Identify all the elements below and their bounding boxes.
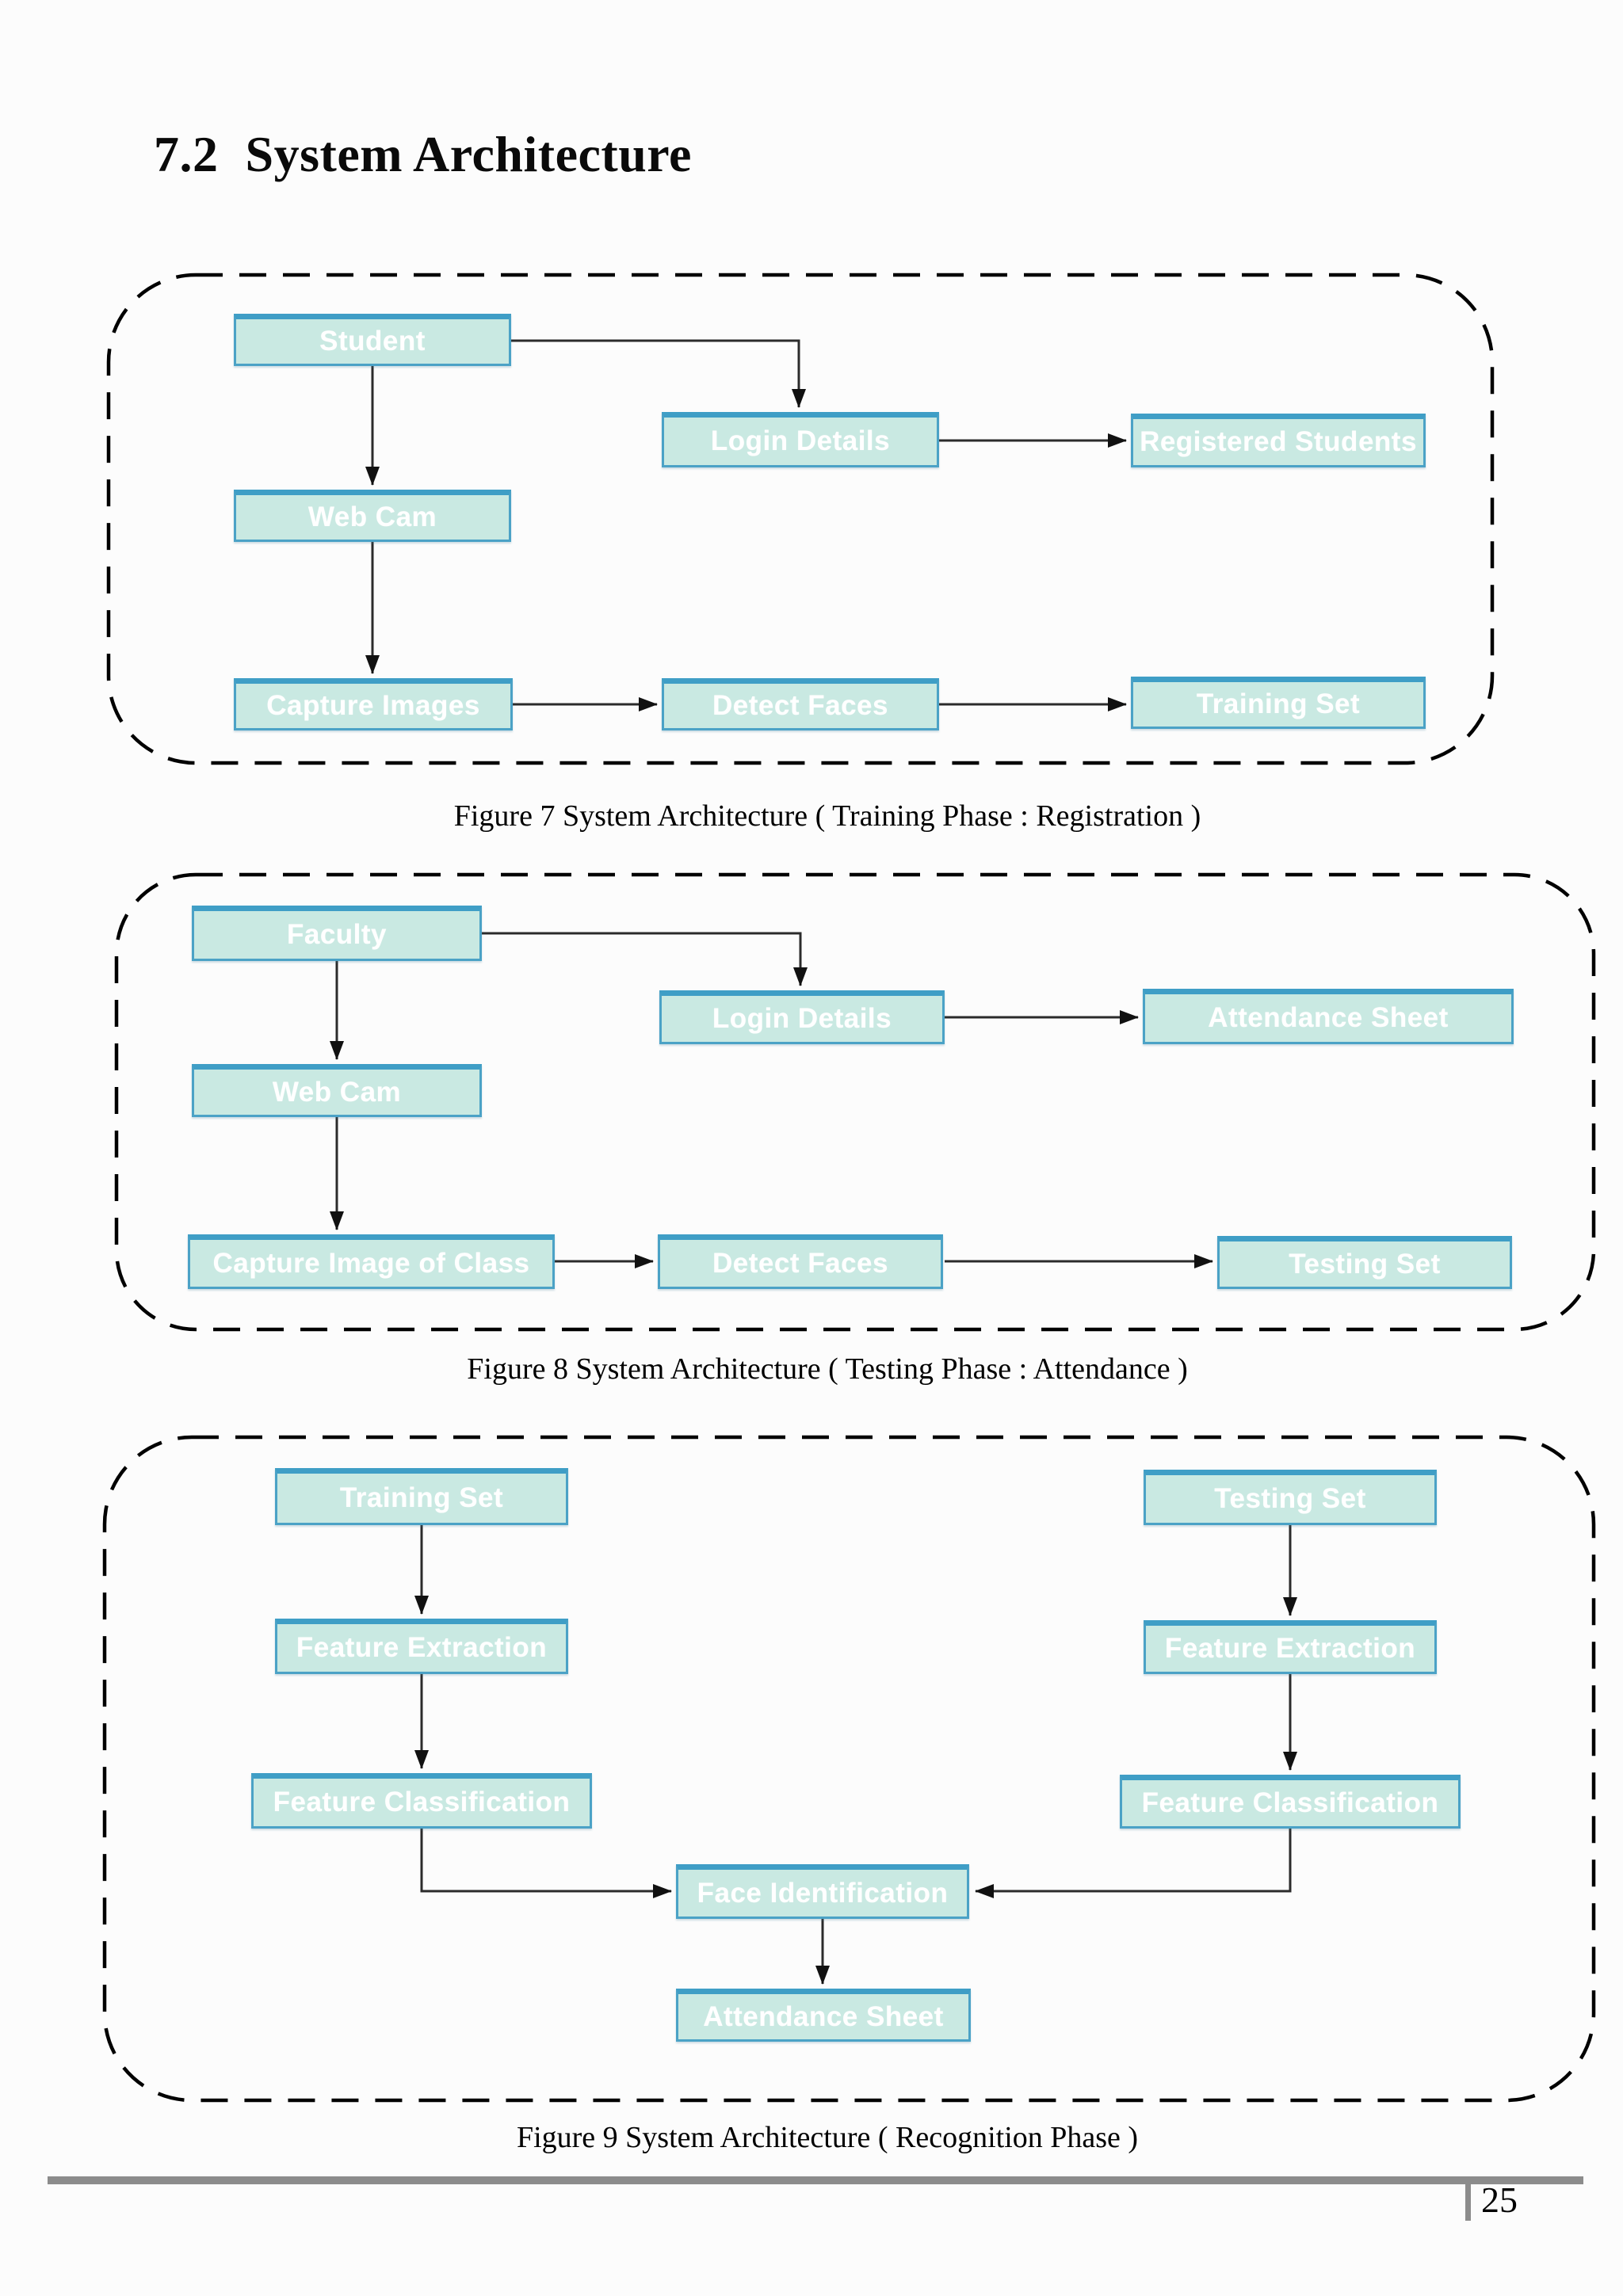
node-feature-extraction-left: Feature Extraction: [275, 1619, 568, 1674]
node-feature-extraction-right: Feature Extraction: [1144, 1620, 1437, 1674]
node-registered-students: Registered Students: [1131, 414, 1426, 467]
node-attendance-sheet-fig9: Attendance Sheet: [676, 1989, 971, 2042]
node-testing-set-fig8: Testing Set: [1217, 1236, 1512, 1289]
node-web-cam-fig7: Web Cam: [234, 490, 511, 542]
node-student: Student: [234, 314, 511, 366]
arrow-faculty-to-login-details: [482, 932, 808, 986]
section-heading: 7.2 System Architecture: [154, 125, 692, 184]
footer-rule: [48, 2176, 1583, 2184]
node-login-details-fig7: Login Details: [662, 412, 939, 467]
node-feature-classification-right: Feature Classification: [1120, 1775, 1461, 1829]
node-faculty: Faculty: [192, 906, 482, 961]
arrow-feature-classification-left-to-face-identification: [420, 1829, 672, 1898]
node-web-cam-fig8: Web Cam: [192, 1064, 482, 1117]
figure9-boundary: [102, 1435, 1596, 2103]
section-number: 7.2: [154, 126, 219, 182]
figure9-caption: Figure 9 System Architecture ( Recogniti…: [516, 2121, 1139, 2154]
node-testing-set-fig9: Testing Set: [1144, 1470, 1437, 1525]
arrow-feature-classification-right-to-face-identification: [975, 1829, 1292, 1898]
page-number: 25: [1481, 2180, 1518, 2220]
node-face-identification: Face Identification: [676, 1864, 969, 1919]
node-capture-images: Capture Images: [234, 678, 513, 730]
node-detect-faces-fig8: Detect Faces: [658, 1234, 943, 1289]
figure8-caption: Figure 8 System Architecture ( Testing P…: [467, 1352, 1188, 1386]
section-title: System Architecture: [245, 126, 692, 182]
figure8-boundary: [114, 872, 1596, 1332]
node-training-set-fig7: Training Set: [1131, 677, 1426, 729]
node-training-set-fig9: Training Set: [275, 1468, 568, 1525]
node-attendance-sheet-fig8: Attendance Sheet: [1143, 989, 1514, 1044]
node-detect-faces-fig7: Detect Faces: [662, 678, 939, 730]
footer-page-number-tick: [1465, 2176, 1471, 2221]
node-capture-image-of-class: Capture Image of Class: [188, 1234, 555, 1289]
node-login-details-fig8: Login Details: [659, 990, 945, 1044]
node-feature-classification-left: Feature Classification: [251, 1773, 592, 1829]
figure7-boundary: [106, 273, 1495, 765]
arrow-student-to-login-details: [511, 339, 806, 408]
figure7-caption: Figure 7 System Architecture ( Training …: [453, 799, 1201, 833]
